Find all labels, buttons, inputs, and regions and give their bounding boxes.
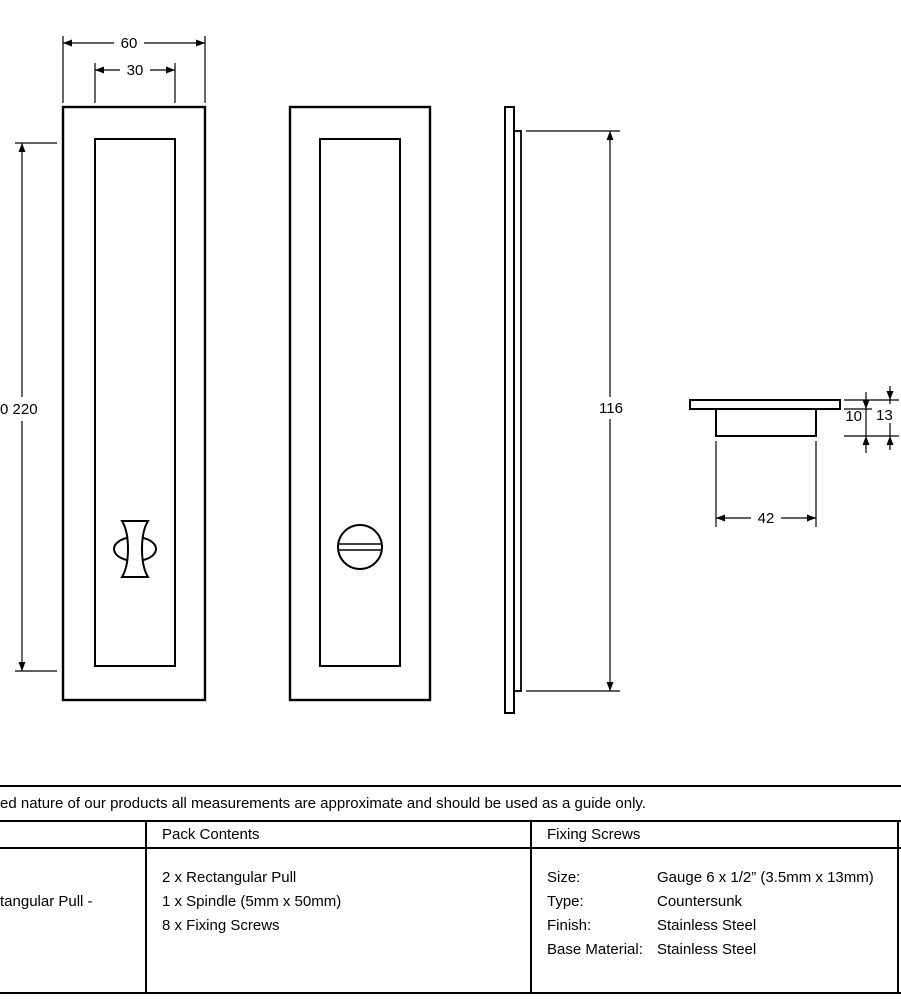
dim-label-60: 60 [121, 35, 138, 52]
fixing-screws-label: Size: [547, 869, 581, 886]
table-col-divider-1 [145, 820, 147, 994]
header-pack-contents: Pack Contents [162, 826, 260, 843]
table-top-border [0, 820, 901, 822]
table-bottom-border [0, 992, 901, 994]
table-right-border [897, 820, 899, 994]
fixing-screws-value: Stainless Steel [657, 917, 757, 934]
product-name: tangular Pull - [0, 893, 93, 910]
technical-drawing: 60 30 0 220 116 10 13 42 [0, 34, 900, 714]
pack-contents-item: 1 x Spindle (5mm x 50mm) [162, 893, 342, 910]
front-view-coinslot [288, 105, 432, 702]
pack-contents-item: 8 x Fixing Screws [162, 917, 280, 934]
label-masks [0, 34, 900, 527]
disclaimer-note: ed nature of our products all measuremen… [0, 795, 646, 812]
fixing-screws-value: Gauge 6 x 1/2” (3.5mm x 13mm) [657, 869, 874, 886]
fixing-screws-value: Countersunk [657, 893, 743, 910]
fixing-screws-label: Base Material: [547, 941, 643, 958]
table-col-divider-2 [530, 820, 532, 994]
top-view [689, 399, 841, 437]
dim-label-30: 30 [127, 62, 144, 79]
front-view-thumbturn [61, 105, 207, 702]
dim-label-height-front: 0 220 [0, 401, 38, 418]
dim-label-10: 10 [845, 408, 862, 425]
dim-label-13: 13 [876, 407, 893, 424]
dimension-labels: 60 30 0 220 116 10 13 42 [0, 35, 893, 527]
table-header-border [0, 847, 901, 849]
header-fixing-screws: Fixing Screws [547, 826, 641, 843]
note-top-divider [0, 785, 901, 787]
pack-contents-item: 2 x Rectangular Pull [162, 869, 297, 886]
fixing-screws-value: Stainless Steel [657, 941, 757, 958]
fixing-screws-label: Type: [547, 893, 584, 910]
thumbturn-knob [120, 520, 150, 578]
dim-label-42: 42 [758, 510, 775, 527]
side-view [504, 106, 522, 714]
dimension-lines [15, 36, 899, 692]
dim-label-116: 116 [599, 400, 623, 417]
fixing-screws-label: Finish: [547, 917, 592, 934]
coin-turn [337, 524, 383, 570]
